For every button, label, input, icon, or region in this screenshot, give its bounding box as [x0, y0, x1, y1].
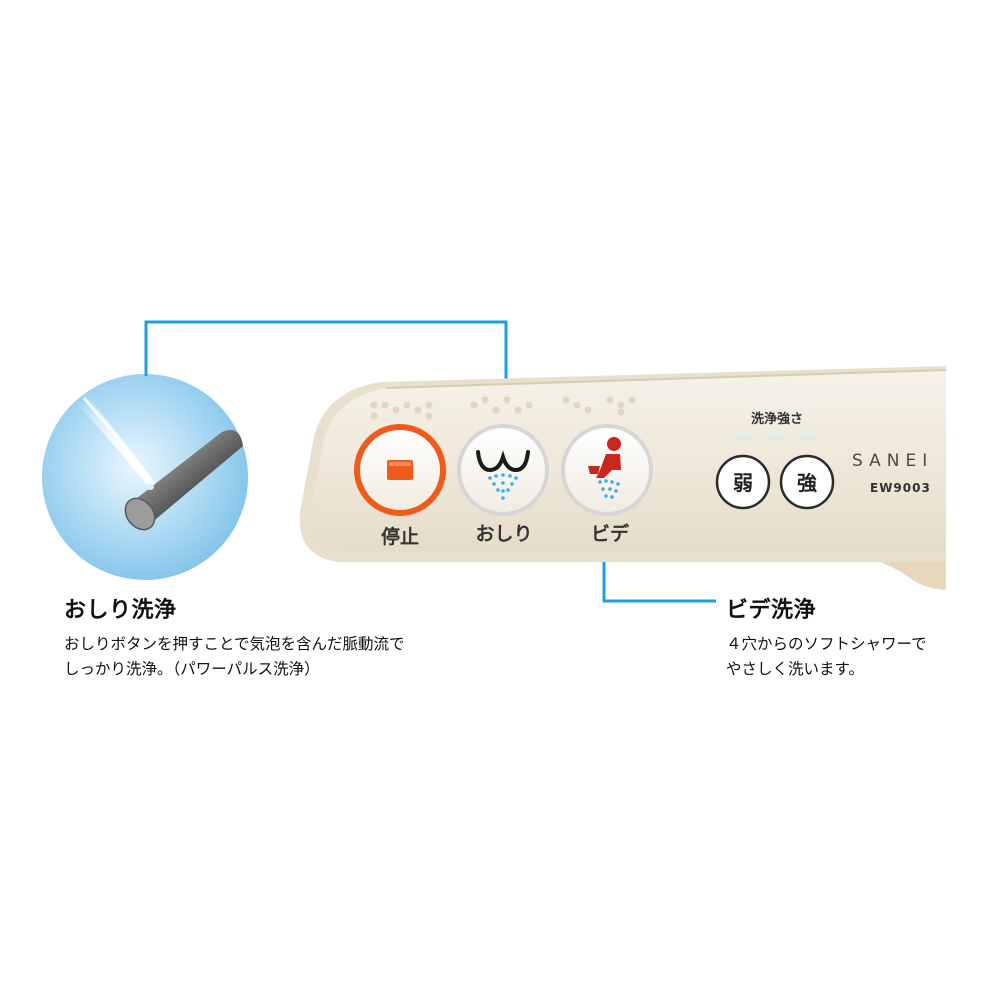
- strong-button-label: 強: [797, 471, 817, 495]
- weak-button[interactable]: [715, 454, 771, 510]
- buttocks-icon: [476, 450, 530, 473]
- bidet-caption-line: ４穴からのソフトシャワーで: [726, 635, 927, 653]
- water-jet-icon: [488, 473, 518, 500]
- bidet-caption: ビデ洗浄 ４穴からのソフトシャワーで やさしく洗います。: [726, 592, 986, 682]
- bidet-caption-line: やさしく洗います。: [726, 660, 864, 678]
- stop-button-label: 停止: [381, 525, 419, 548]
- oshiri-button-label: おしり: [475, 523, 532, 545]
- seated-person-icon: [588, 437, 621, 478]
- stop-button[interactable]: [354, 424, 446, 516]
- control-panel: 停止 おしり: [299, 366, 947, 590]
- oshiri-button[interactable]: [457, 424, 549, 516]
- bidet-caption-title: ビデ洗浄: [726, 598, 817, 623]
- bidet-caption-body: ４穴からのソフトシャワーで やさしく洗います。: [726, 632, 986, 682]
- weak-button-label: 弱: [733, 471, 753, 495]
- bidet-button[interactable]: [561, 424, 653, 516]
- oshiri-caption-body: おしりボタンを押すことで気泡を含んだ脈動流で しっかり洗浄。（パワーパルス洗浄）: [64, 632, 484, 682]
- oshiri-caption-title: おしり洗浄: [64, 598, 177, 623]
- strength-level-indicator: [733, 434, 817, 440]
- oshiri-caption-line: おしりボタンを押すことで気泡を含んだ脈動流で: [64, 635, 405, 653]
- oshiri-caption-line: しっかり洗浄。（パワーパルス洗浄）: [64, 660, 320, 678]
- model-number: EW9003: [870, 481, 931, 495]
- nozzle-closeup: [42, 374, 248, 580]
- water-spray-icon: [598, 479, 620, 499]
- brand-logo: SANEI: [852, 451, 933, 471]
- bidet-button-label: ビデ: [591, 522, 630, 545]
- strong-button[interactable]: [779, 454, 835, 510]
- braille-dots: [370, 396, 636, 420]
- oshiri-caption: おしり洗浄 おしりボタンを押すことで気泡を含んだ脈動流で しっかり洗浄。（パワー…: [64, 592, 484, 682]
- strength-title: 洗浄強さ: [751, 411, 803, 427]
